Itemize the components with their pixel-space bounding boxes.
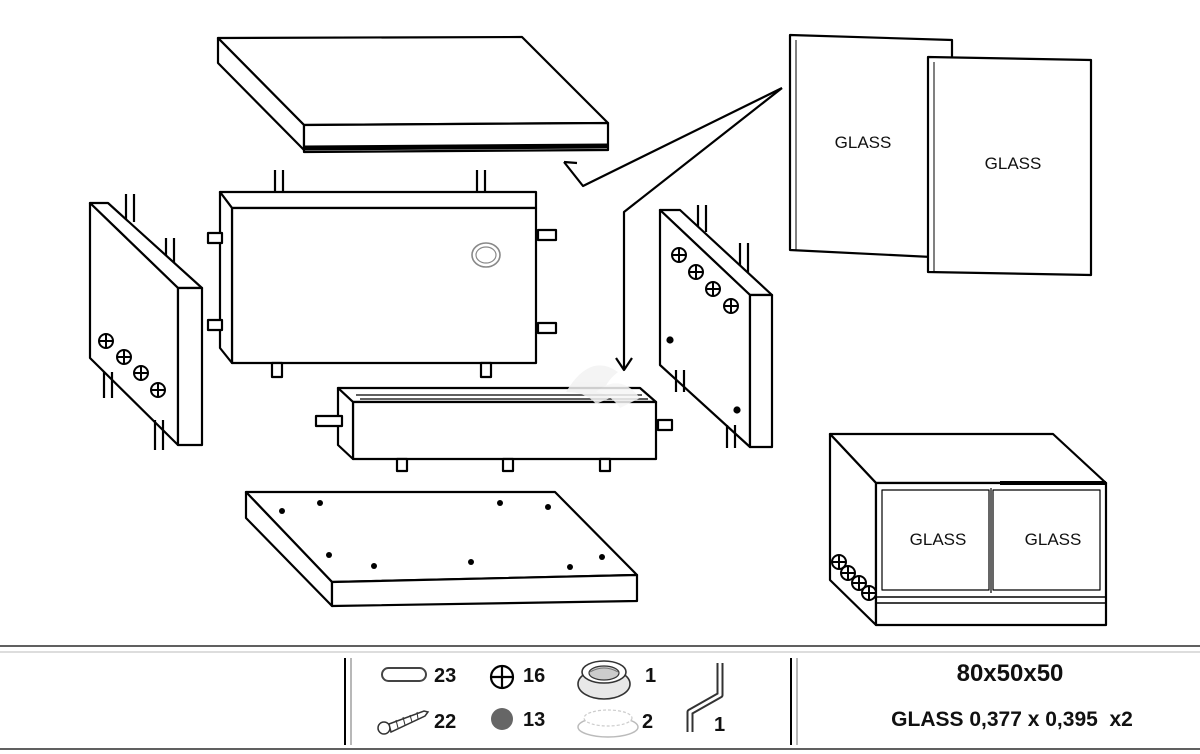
- top-panel: [216, 35, 610, 154]
- bottom-panel: [244, 490, 639, 608]
- screw-icon: [377, 710, 430, 735]
- cable-grommet-count: 1: [645, 665, 656, 687]
- allen-key-icon: [686, 663, 724, 732]
- arrow-to-base-rail: [615, 87, 783, 372]
- glass-label-left: GLASS: [835, 133, 892, 152]
- glass-spec: GLASS 0,377 x 0,395 x2: [891, 708, 1133, 731]
- cover-cap-icon: [491, 708, 513, 730]
- cable-grommet-icon: [577, 660, 631, 700]
- glass-panel-right: GLASS: [926, 55, 1093, 277]
- dowel-icon: [381, 667, 427, 682]
- arrow-to-top-panel: [563, 87, 783, 188]
- watermark-logo: [566, 365, 640, 408]
- left-side-panel: [88, 194, 204, 450]
- cabinet-dimensions: 80x50x50: [957, 660, 1064, 687]
- cabinet-door-label-left: GLASS: [910, 530, 967, 549]
- assembled-cabinet: GLASS GLASS: [828, 432, 1108, 627]
- screw-count: 22: [434, 711, 456, 733]
- dowel-count: 23: [434, 665, 456, 687]
- glass-label-right: GLASS: [985, 154, 1042, 173]
- right-side-panel: [658, 205, 774, 449]
- cam-lock-count: 16: [523, 665, 545, 687]
- slider-ring-count: 2: [642, 711, 653, 733]
- parts-strip: [0, 645, 1200, 750]
- cabinet-door-label-right: GLASS: [1025, 530, 1082, 549]
- allen-key-count: 1: [714, 714, 725, 736]
- cover-cap-count: 13: [523, 709, 545, 731]
- cam-lock-icon: [489, 664, 515, 690]
- back-panel: [206, 170, 558, 379]
- slider-ring-icon: [577, 709, 639, 738]
